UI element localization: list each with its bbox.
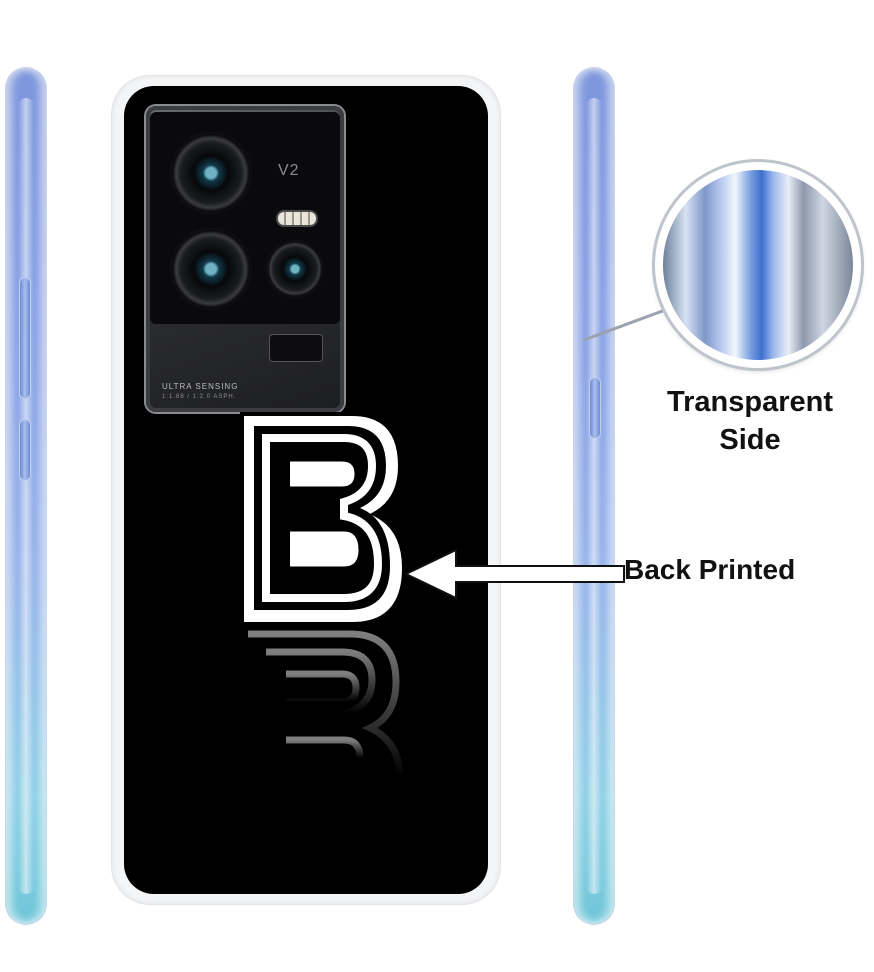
transparent-label-line1: Transparent [667,386,833,418]
right-button [590,378,600,438]
lens-subtext: 1:1.88 / 1:2.0 ASPH. [162,394,237,400]
main-lens [170,132,252,214]
letter-b-upper-bowl [284,458,358,490]
model-mark: V2 [278,162,300,179]
letter-b-reflection [248,630,404,788]
second-lens [170,228,252,310]
sensor-window [270,335,322,361]
transparent-side-zoom [655,162,861,368]
lens-text: ULTRA SENSING [162,382,239,391]
flash [278,212,316,225]
letter-b-stroke [262,434,383,602]
left-side-profile [6,68,46,924]
left-power-button [20,420,30,480]
zoom-connector [583,304,677,342]
back-printed-arrow [404,548,625,600]
third-lens [266,240,324,298]
transparent-label-line2: Side [719,424,781,456]
letter-b-stem [276,448,290,590]
left-volume-button [20,278,30,398]
letter-b-graphic [240,412,407,626]
right-side-profile [574,68,614,924]
zoom-detail [663,170,853,360]
back-printed-label: Back Printed [624,554,796,585]
letter-b-lower-bowl [284,528,362,570]
